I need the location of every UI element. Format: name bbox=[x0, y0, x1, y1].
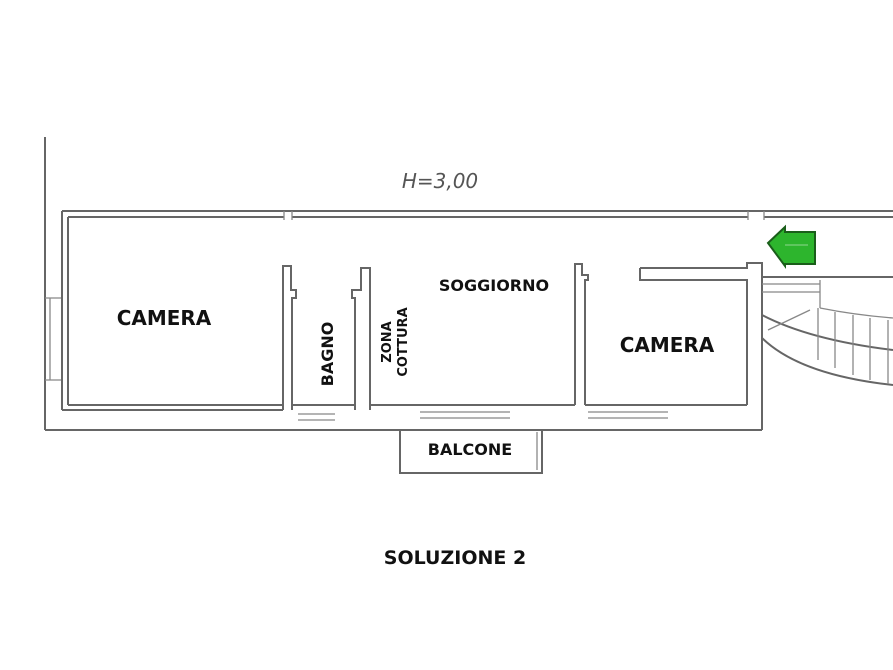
entrance-arrow-icon bbox=[766, 224, 816, 270]
room-label-camera-right: CAMERA bbox=[620, 333, 715, 357]
ceiling-height-note: H=3,00 bbox=[402, 169, 478, 193]
room-label-balcone: BALCONE bbox=[428, 440, 512, 459]
plan-caption: SOLUZIONE 2 bbox=[384, 547, 526, 569]
room-label-soggiorno: SOGGIORNO bbox=[439, 276, 549, 295]
room-label-cottura: COTTURA bbox=[396, 307, 411, 376]
room-label-camera-left: CAMERA bbox=[117, 306, 212, 330]
room-label-zona: ZONA bbox=[380, 321, 395, 362]
walls bbox=[44, 137, 893, 474]
room-label-bagno: BAGNO bbox=[318, 322, 337, 387]
